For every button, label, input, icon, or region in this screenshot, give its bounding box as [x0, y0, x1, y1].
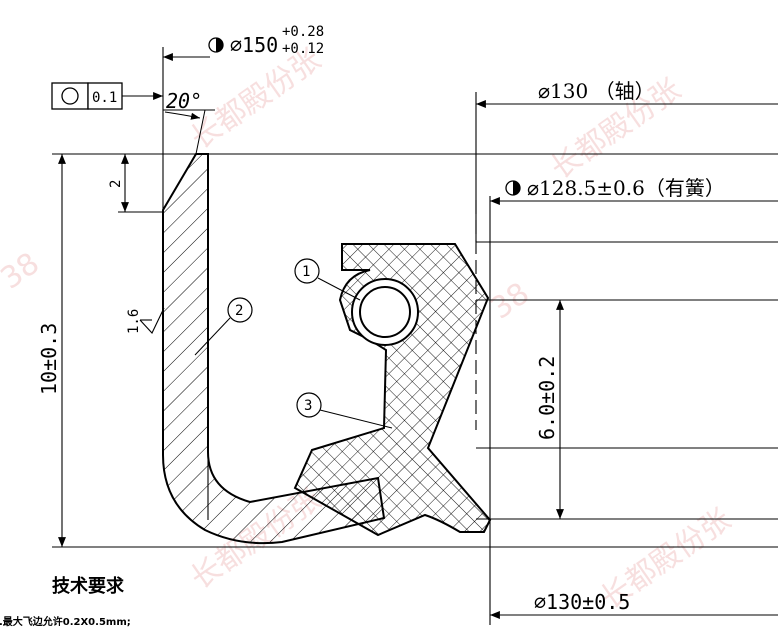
bore-diameter-dim: ⌀130±0.5	[489, 520, 778, 625]
total-width-text: 10±0.3	[37, 323, 61, 395]
balloon-3-label: 3	[304, 398, 312, 414]
inner-width-dim: 6.0±0.2	[535, 300, 564, 519]
balloon-2-label: 2	[235, 303, 243, 319]
outer-tol-lower: +0.12	[282, 41, 324, 57]
total-width-dim: 10±0.3	[37, 154, 66, 547]
rubber-lip	[293, 243, 492, 537]
balloon-1: 1	[294, 258, 361, 301]
chamfer-angle-dim: 20°	[163, 89, 215, 155]
outer-tol-upper: +0.28	[282, 24, 324, 40]
outer-diameter-text: ⌀150	[230, 33, 278, 57]
roundness-value: 0.1	[92, 90, 117, 106]
balloon-1-label: 1	[302, 264, 310, 280]
balloon-2: 2	[194, 297, 253, 356]
tech-requirements-note: 1.最大飞边允许0.2X0.5mm;	[0, 615, 131, 628]
lip-height-text: 2	[108, 180, 124, 188]
spring-lip-diameter-dim: ⌀128.5±0.6（有簧）	[489, 176, 778, 520]
shaft-diameter-dim: ⌀130 （轴）	[475, 79, 778, 242]
tech-requirements-title: 技术要求	[52, 575, 125, 597]
spring-lip-diameter-text: ⌀128.5±0.6（有簧）	[527, 176, 725, 200]
watermark-number: 38	[0, 246, 46, 297]
angle-text: 20°	[166, 89, 202, 113]
spring-inner	[359, 286, 411, 338]
outer-diameter-dim: ⌀150 +0.28 +0.12	[162, 24, 324, 210]
balloon-3: 3	[296, 392, 393, 429]
shaft-diameter-text: ⌀130 （轴）	[538, 79, 655, 103]
watermark-text: 长都殿份张	[185, 42, 328, 157]
roundness-tolerance-frame: 0.1	[51, 82, 163, 110]
lip-height-dim: 2	[108, 154, 163, 213]
watermark-number: 38	[485, 276, 536, 327]
inner-width-text: 6.0±0.2	[535, 356, 559, 440]
roughness-symbol: 1.6	[126, 307, 165, 334]
roughness-value: 1.6	[126, 309, 142, 334]
bore-diameter-text: ⌀130±0.5	[534, 590, 630, 614]
